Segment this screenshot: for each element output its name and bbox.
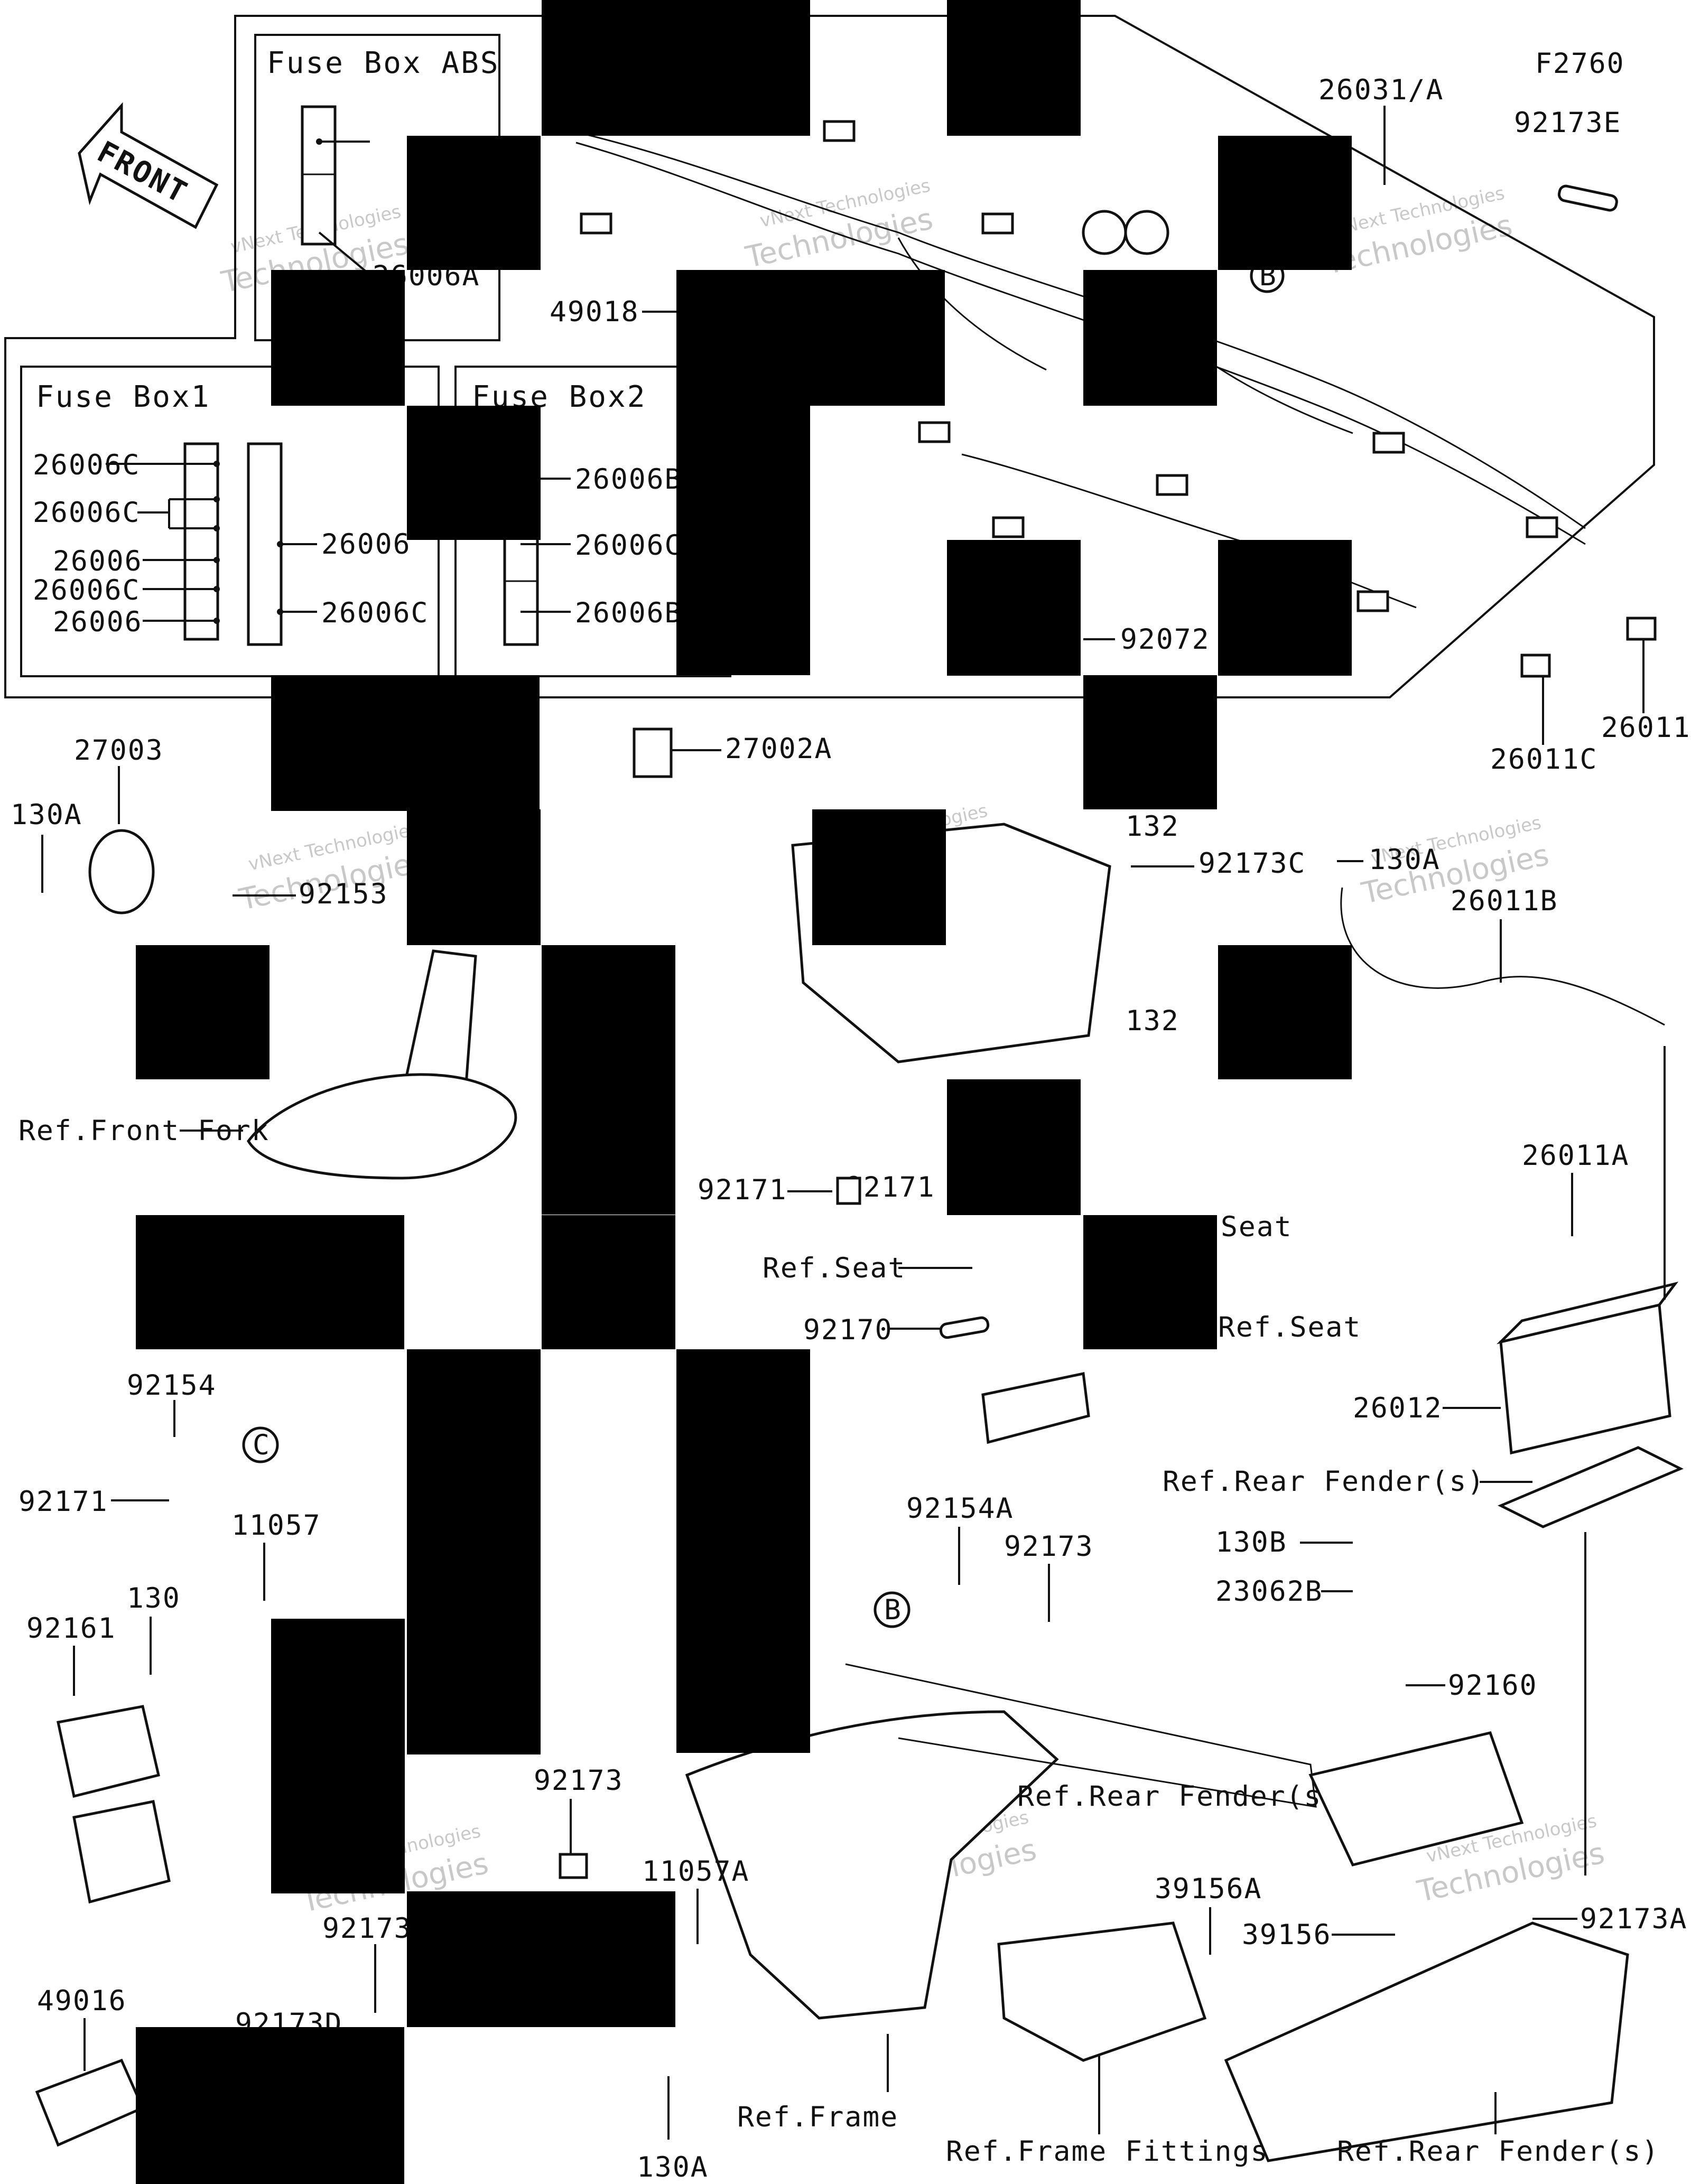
marker-label-c: C: [253, 1429, 271, 1461]
ref-label-rear-fender: Ref.Rear Fender(s): [1163, 1466, 1485, 1498]
part-label-26012: 26012: [1353, 1392, 1443, 1424]
part-label-26006B: 26006B: [575, 597, 682, 629]
part-label-130: 130: [127, 1582, 181, 1614]
part-label-92170: 92170: [803, 1314, 893, 1346]
part-label-26006: 26006: [53, 545, 143, 577]
part-label-11057A: 11057A: [642, 1855, 749, 1888]
part-label-92161: 92161: [26, 1612, 116, 1645]
part-label-92160: 92160: [1448, 1669, 1538, 1702]
battery-cable-part: [1340, 887, 1665, 1026]
part-label-49018: 49018: [550, 296, 639, 328]
part-label-132: 132: [1126, 1005, 1179, 1037]
battery-pad-part: [1498, 1446, 1684, 1528]
part-label-26006: 26006: [53, 606, 143, 638]
marker-label-b: B: [884, 1594, 902, 1626]
part-label-49016: 49016: [37, 1985, 127, 2017]
horn-part: [88, 829, 155, 914]
part-label-92072: 92072: [1120, 623, 1210, 656]
redaction-blocks: [136, 0, 1352, 2184]
part-label-130B: 130B: [1215, 1526, 1287, 1558]
part-label-92173C: 92173C: [1198, 847, 1306, 880]
battery-top-part: [1497, 1281, 1679, 1345]
steering-bracket-part: [246, 1073, 517, 1180]
part-label-92173A: 92173A: [1580, 1903, 1687, 1935]
relay-part: [633, 727, 673, 778]
ref-label-seat: Ref.Seat: [763, 1252, 906, 1284]
ref-label-frame: Ref.Frame: [737, 2101, 898, 2133]
part-label-132: 132: [1126, 810, 1179, 843]
part-label-92171: 92171: [18, 1486, 108, 1518]
part-label-92173E: 92173E: [1514, 107, 1621, 139]
marker-circle-b: [874, 1591, 910, 1628]
connector-part: [1520, 654, 1551, 678]
band-part: [939, 1316, 990, 1339]
part-label-92173: 92173: [322, 1912, 412, 1945]
part-label-92171: 92171: [698, 1174, 787, 1206]
band-part: [1557, 184, 1618, 212]
fuse-box-abs-title: Fuse Box ABS: [267, 46, 500, 80]
part-label-39156A: 39156A: [1155, 1873, 1262, 1905]
part-label-27003: 27003: [74, 734, 164, 767]
ref-label-rear-fender: Ref.Rear Fender(s): [1017, 1780, 1340, 1813]
part-label-39156: 39156: [1242, 1919, 1332, 1951]
battery-tray-part: [1308, 1731, 1524, 1866]
fuse-box1-title: Fuse Box1: [36, 380, 210, 414]
part-label-26006C: 26006C: [575, 529, 682, 562]
front-arrow: FRONT: [78, 102, 219, 229]
part-label-130A: 130A: [11, 799, 82, 831]
part-label-92173: 92173: [1004, 1530, 1094, 1563]
fuse-box1-leaders: [106, 461, 317, 624]
part-label-26006C: 26006C: [33, 449, 140, 481]
ref-label-frame-fittings: Ref.Frame Fittings: [946, 2135, 1268, 2168]
part-label-130A: 130A: [637, 2151, 709, 2183]
connector-part: [1626, 617, 1657, 641]
part-label-26011B: 26011B: [1451, 885, 1558, 917]
diagram-code: F2760: [1535, 48, 1625, 80]
part-label-92173: 92173: [534, 1765, 624, 1797]
frame-rail-part: [845, 1663, 1317, 1808]
part-label-26006: 26006: [321, 528, 411, 561]
frame-cover-part: [997, 1921, 1207, 2062]
harness-panel-outline: [4, 15, 1655, 698]
wiring-harness: [575, 120, 1586, 612]
frame-part: [685, 1710, 1059, 2020]
part-label-26006C: 26006C: [33, 574, 140, 606]
part-label-11057: 11057: [231, 1509, 321, 1542]
fuse-box1-body-right: [247, 442, 283, 646]
clip-part: [836, 1177, 861, 1205]
part-label-92153: 92153: [299, 878, 388, 910]
part-label-26006B: 26006B: [575, 463, 682, 496]
ecu-cover-part: [57, 1705, 160, 1798]
part-label-130A: 130A: [1369, 844, 1441, 876]
part-label-26011A: 26011A: [1522, 1140, 1629, 1172]
marker-circle-c: [242, 1426, 279, 1463]
leader-line: [318, 231, 371, 276]
rear-fender-part: [1224, 1921, 1629, 2162]
part-label-26006C: 26006C: [33, 497, 140, 529]
part-label-92154A: 92154A: [906, 1492, 1014, 1525]
fuse-box1-body-left: [183, 442, 219, 641]
part-label-26011C: 26011C: [1490, 743, 1597, 776]
fuse-box-abs-body: [301, 105, 337, 246]
cover-plate-part: [35, 2058, 145, 2147]
part-label-27002A: 27002A: [725, 733, 832, 765]
clip-part: [559, 1853, 588, 1879]
part-label-23062B: 23062B: [1215, 1575, 1323, 1608]
seat-bracket-part: [981, 1371, 1090, 1444]
ref-label-seat: Seat: [1221, 1211, 1293, 1243]
part-label-92154: 92154: [127, 1369, 217, 1402]
part-label-26031-A: 26031/A: [1318, 74, 1444, 106]
part-label-26006C: 26006C: [321, 597, 429, 629]
leader-dot: [316, 138, 322, 145]
ref-label-seat: Ref.Seat: [1218, 1311, 1361, 1343]
ref-label-rear-fender: Ref.Rear Fender(s): [1337, 2135, 1659, 2168]
part-label-26011: 26011: [1601, 712, 1691, 744]
ecu-part: [72, 1800, 171, 1904]
